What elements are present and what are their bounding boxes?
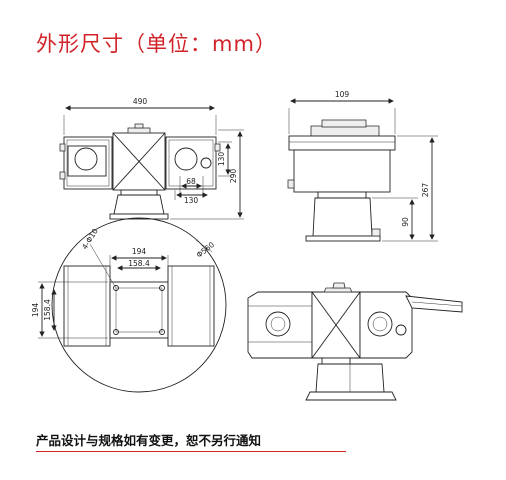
iso-right-lens xyxy=(367,311,393,337)
top-left-housing xyxy=(63,265,111,347)
dim-front-130b: 130 xyxy=(184,196,199,205)
dim-top-158: 158.4 xyxy=(128,259,150,268)
front-right-housing xyxy=(165,136,217,190)
top-view: 194 158.4 194 158.4 4-Φ10 Φ560 xyxy=(31,217,227,393)
dim-front-height: 290 xyxy=(229,169,238,184)
dim-front-68: 68 xyxy=(186,177,196,186)
dim-top-circle: Φ560 xyxy=(195,240,217,260)
top-base-square xyxy=(109,281,169,339)
top-right-housing xyxy=(167,265,215,347)
side-view: 109 267 90 xyxy=(287,90,438,242)
dim-top-left-194: 194 xyxy=(31,303,40,318)
page-title: 外形尺寸（单位：mm） xyxy=(36,32,277,56)
iso-left-housing xyxy=(247,291,313,359)
dim-top-194: 194 xyxy=(132,247,147,256)
dim-front-width: 490 xyxy=(133,97,148,106)
front-left-housing xyxy=(63,136,113,190)
dim-top-left-158: 158.4 xyxy=(43,299,52,321)
iso-right-housing xyxy=(359,291,413,359)
dim-front-130: 130 xyxy=(217,152,226,167)
side-top-band xyxy=(288,135,396,151)
side-housing xyxy=(293,149,391,193)
front-left-lens xyxy=(74,147,98,171)
side-base xyxy=(312,197,373,237)
front-right-lens xyxy=(174,147,198,171)
disclaimer-text: 产品设计与规格如有变更，恕不另行通知 xyxy=(36,433,262,448)
iso-left-lens xyxy=(265,311,291,337)
perspective-view xyxy=(247,282,463,401)
footer-rule xyxy=(36,451,346,452)
front-view: 490 290 130 68 130 xyxy=(59,97,244,220)
dim-side-width: 109 xyxy=(335,90,350,99)
dim-side-base: 90 xyxy=(401,217,410,227)
dim-side-height: 267 xyxy=(421,183,430,198)
front-base xyxy=(113,194,165,215)
